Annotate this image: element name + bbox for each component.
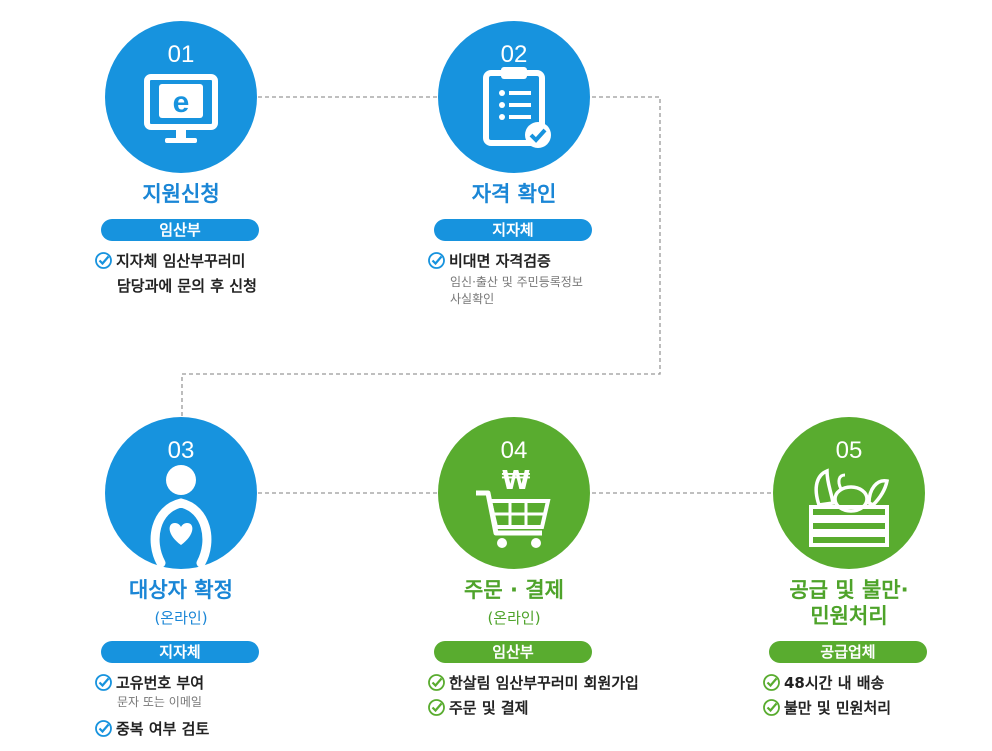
task-note: 문자 또는 이메일 [117, 695, 202, 709]
step-title: 자격 확인 [471, 182, 557, 206]
step-subtitle: (온라인) [487, 609, 541, 627]
step-title-line1: 공급 및 불만· [789, 578, 909, 602]
svg-text:₩: ₩ [502, 466, 531, 496]
role-badge: 지자체 [101, 641, 259, 663]
step-number: 04 [500, 437, 528, 464]
task-item: 한살림 임산부꾸러미 회원가입 [428, 672, 639, 693]
task-item: 주문 및 결제 [428, 697, 528, 718]
task-item: 고유번호 부여 [95, 672, 204, 693]
clipboard-check-icon [483, 67, 551, 148]
task-text: 48시간 내 배송 [784, 674, 885, 692]
step-circle: 02 [438, 21, 590, 173]
pregnant-woman-icon [150, 465, 212, 568]
task-text: 중복 여부 검토 [116, 720, 210, 738]
task-note: 사실확인 [450, 292, 495, 306]
check-icon [95, 720, 112, 737]
check-icon [95, 674, 112, 691]
e-monitor-icon: e [144, 74, 218, 143]
shopping-cart-won-icon: ₩ [476, 466, 551, 548]
step-circle: 04 ₩ [438, 417, 590, 569]
step-circle: 03 [105, 417, 257, 569]
check-icon [763, 699, 780, 716]
task-text: 불만 및 민원처리 [784, 699, 892, 717]
step-number: 05 [835, 437, 863, 464]
task-item: 불만 및 민원처리 [763, 697, 891, 718]
step-subtitle: (온라인) [154, 609, 208, 627]
step-number: 03 [167, 437, 195, 464]
task-text: 지자체 임산부꾸러미 [116, 252, 246, 270]
check-icon [95, 252, 112, 269]
step-title: 주문 · 결제 [464, 578, 564, 602]
role-badge: 임산부 [101, 219, 259, 241]
task-item: 중복 여부 검토 [95, 718, 209, 739]
task-item: 48시간 내 배송 [763, 672, 884, 693]
role-badge: 공급업체 [769, 641, 927, 663]
task-text: 비대면 자격검증 [449, 252, 551, 270]
step-circle: 01 e [105, 21, 257, 173]
task-text: 주문 및 결제 [449, 699, 529, 717]
task-note: 임신·출산 및 주민등록정보 [450, 275, 583, 289]
role-badge: 지자체 [434, 219, 592, 241]
connector-02-03 [181, 96, 661, 418]
role-badge: 임산부 [434, 641, 592, 663]
task-text: 한살림 임산부꾸러미 회원가입 [449, 674, 639, 692]
step-title: 대상자 확정 [129, 578, 233, 602]
step-number: 02 [500, 41, 528, 68]
task-text: 고유번호 부여 [116, 674, 205, 692]
task-item: 비대면 자격검증 [428, 250, 551, 271]
task-item: 지자체 임산부꾸러미 [95, 250, 245, 271]
step-title-line2: 민원처리 [810, 604, 888, 628]
task-text-continuation: 담당과에 문의 후 신청 [117, 277, 257, 295]
check-icon [428, 252, 445, 269]
step-title: 지원신청 [142, 182, 220, 206]
check-icon [428, 674, 445, 691]
check-icon [428, 699, 445, 716]
step-number: 01 [167, 41, 195, 68]
step-circle: 05 [773, 417, 925, 569]
svg-text:e: e [173, 86, 190, 119]
check-icon [763, 674, 780, 691]
vegetable-crate-icon [809, 468, 890, 547]
